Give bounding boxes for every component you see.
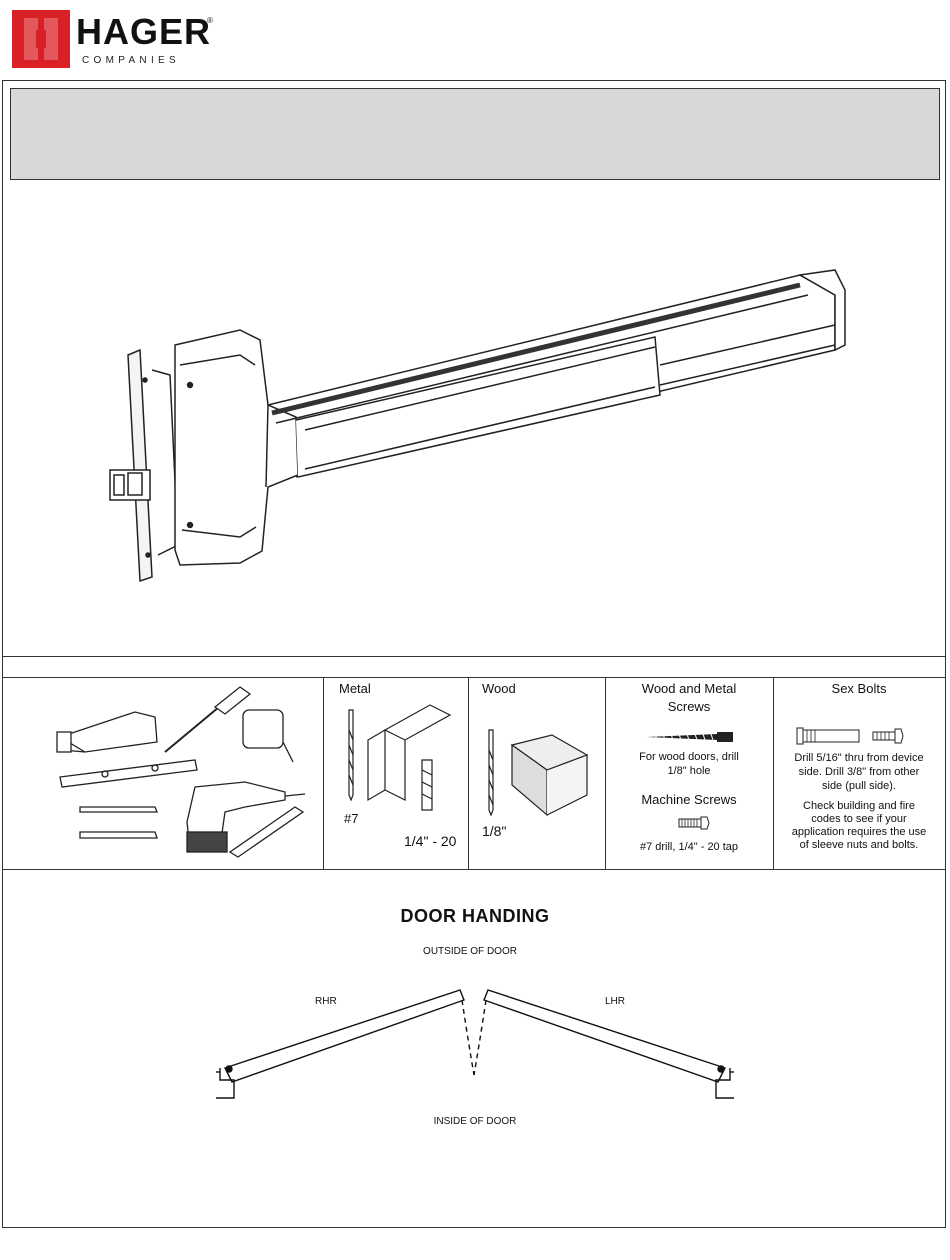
sex-bolts-title: Sex Bolts [831,681,887,696]
sex-bolts-check-line4: of sleeve nuts and bolts. [799,839,919,851]
sex-bolts-check-line1: Check building and fire [803,800,915,812]
section-divider [2,656,946,657]
inside-of-door-label: INSIDE OF DOOR [433,1116,517,1127]
rhr-label: RHR [315,996,337,1007]
wood-title: Wood [482,681,516,696]
cell-divider [323,677,324,870]
outside-of-door-label: OUTSIDE OF DOOR [423,946,517,957]
metal-drill-size: #7 [344,811,359,826]
cell-divider [468,677,469,870]
exit-device-illustration [109,269,846,583]
wood-drill-size: 1/8" [482,823,507,839]
sex-bolts-check-line2: codes to see if your [811,813,907,825]
sex-bolts-note-line1: Drill 5/16" thru from device [794,752,924,764]
screws-title-line1: Wood and Metal [641,681,737,696]
metal-tap-size: 1/4" - 20 [404,833,457,849]
tools-illustration [56,686,306,858]
sex-bolts-check-line3: application requires the use [791,826,927,838]
wood-screw-icon [647,732,733,742]
hager-logo-mark-icon [12,10,70,68]
hager-logo: HAGER ® COMPANIES [12,8,213,68]
metal-title: Metal [339,681,371,696]
cell-divider [605,677,606,870]
brand-tagline: COMPANIES [82,55,180,66]
sex-bolt-icon [796,727,904,745]
wood-drill-illustration [488,729,589,817]
document-frame [2,80,946,1228]
machine-screws-note: #7 drill, 1/4" - 20 tap [639,841,739,853]
brand-name: HAGER [76,11,212,52]
screws-title-line2: Screws [667,699,711,714]
section-divider [2,869,946,870]
metal-drill-illustration [348,704,452,811]
screws-note-line1: For wood doors, drill [639,751,739,763]
section-divider [2,677,946,678]
machine-screws-title: Machine Screws [641,792,737,807]
door-handing-title: DOOR HANDING [400,906,550,926]
lhr-label: LHR [605,996,626,1007]
screws-note-line2: 1/8" hole [667,765,711,777]
sex-bolts-note-line2: side. Drill 3/8" from other [798,766,920,778]
door-handing-diagram [216,989,734,1099]
brand-registered: ® [207,16,213,25]
cell-divider [773,677,774,870]
machine-screw-icon [678,816,710,830]
sex-bolts-note-line3: side (pull side). [822,780,896,792]
header-band [10,88,940,180]
